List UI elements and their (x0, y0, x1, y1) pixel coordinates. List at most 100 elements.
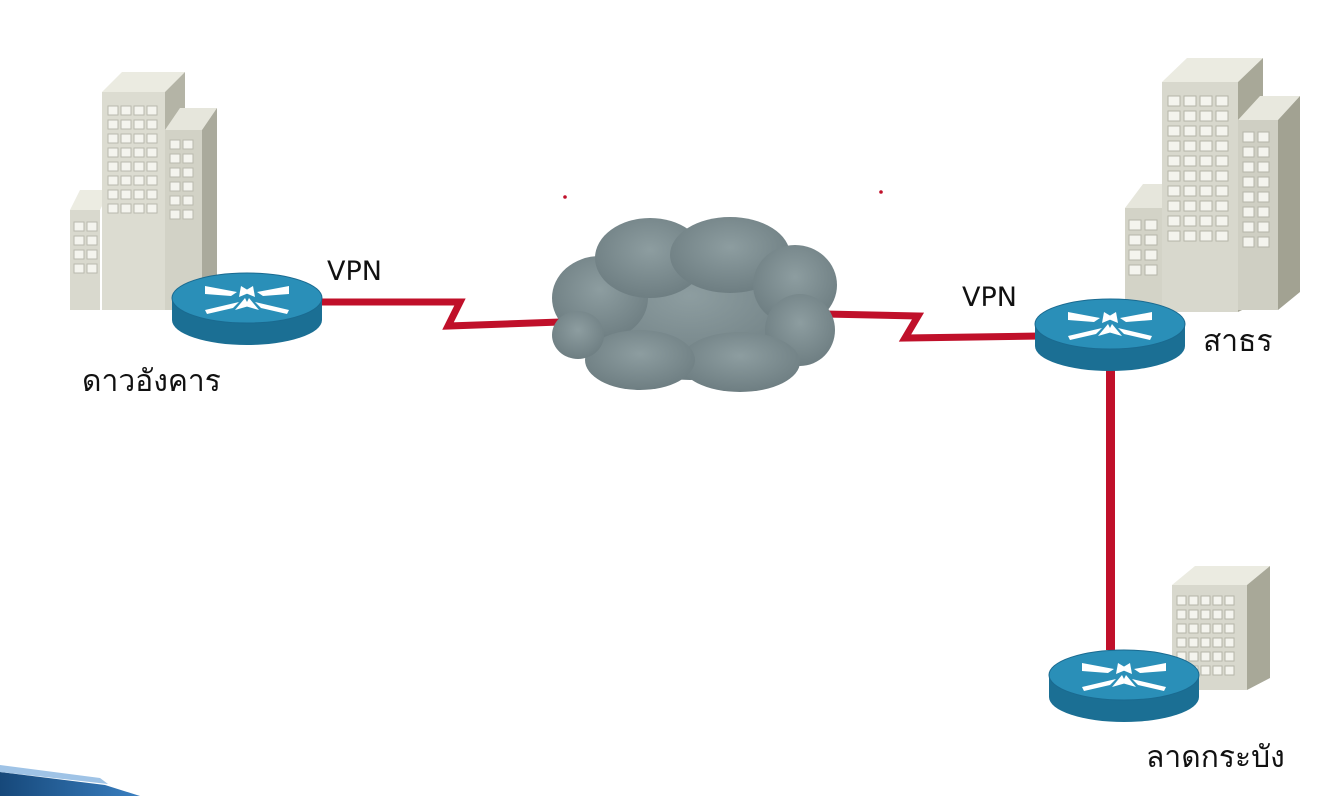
marker-dot (879, 190, 883, 194)
window-icon (133, 119, 145, 130)
window-icon (1215, 125, 1229, 137)
window-icon (169, 209, 181, 220)
window-icon (133, 105, 145, 116)
window-icon (146, 119, 158, 130)
window-icon (1183, 110, 1197, 122)
building-right-icon (1125, 58, 1300, 318)
window-icon (182, 167, 194, 178)
window-icon (107, 147, 119, 158)
router-arrow-icon (1118, 328, 1152, 340)
window-icon (1144, 219, 1158, 231)
router-arrow-icon (1082, 663, 1114, 673)
window-icon (107, 161, 119, 172)
window-icon (1183, 95, 1197, 107)
window-icon (1128, 219, 1142, 231)
window-icon (120, 133, 132, 144)
router-arrowhead-icon (1120, 663, 1132, 674)
window-icon (1212, 665, 1223, 676)
window-icon (1167, 125, 1181, 137)
window-icon (1200, 637, 1211, 648)
window-icon (1188, 595, 1199, 606)
window-icon (1215, 230, 1229, 242)
window-icon (1224, 651, 1235, 662)
window-icon (133, 147, 145, 158)
router-top (1034, 298, 1186, 350)
window-icon (146, 175, 158, 186)
window-icon (1224, 623, 1235, 634)
window-icon (1215, 110, 1229, 122)
window-icon (146, 203, 158, 214)
window-icon (1199, 110, 1213, 122)
router-arrow-icon (1068, 312, 1100, 322)
window-icon (1144, 234, 1158, 246)
window-icon (1257, 161, 1270, 173)
window-icon (1212, 609, 1223, 620)
window-icon (120, 161, 132, 172)
window-icon (120, 147, 132, 158)
window-icon (73, 263, 85, 274)
vpn-label-right: VPN (962, 282, 1017, 313)
window-icon (146, 133, 158, 144)
site-label-left: ดาวอังคาร (82, 364, 221, 399)
window-icon (1167, 140, 1181, 152)
window-icon (1176, 637, 1187, 648)
window-icon (1167, 170, 1181, 182)
window-icon (1199, 170, 1213, 182)
window-icon (1176, 623, 1187, 634)
window-icon (1224, 665, 1235, 676)
router-arrowhead-icon (235, 298, 249, 310)
marker-dot (563, 195, 567, 199)
window-icon (169, 195, 181, 206)
router-arrowhead-icon (245, 298, 259, 310)
window-icon (1215, 215, 1229, 227)
lan-link-vertical (1106, 370, 1115, 650)
window-icon (182, 209, 194, 220)
window-icon (1224, 609, 1235, 620)
window-icon (1257, 131, 1270, 143)
window-icon (1167, 230, 1181, 242)
window-icon (133, 133, 145, 144)
window-icon (1188, 637, 1199, 648)
window-icon (1212, 623, 1223, 634)
window-icon (146, 105, 158, 116)
window-icon (120, 189, 132, 200)
window-icon (1215, 140, 1229, 152)
router-arrowhead-icon (1122, 675, 1136, 687)
window-icon (107, 133, 119, 144)
vpn-label-left: VPN (327, 256, 382, 287)
window-icon (1128, 249, 1142, 261)
router-arrow-icon (255, 302, 289, 314)
router-bottom-icon (1048, 649, 1200, 722)
window-icon (133, 189, 145, 200)
window-icon (1215, 170, 1229, 182)
window-icon (107, 105, 119, 116)
window-icon (133, 203, 145, 214)
window-icon (182, 181, 194, 192)
window-icon (1188, 623, 1199, 634)
window-icon (1215, 155, 1229, 167)
router-top (171, 272, 323, 324)
window-icon (1199, 215, 1213, 227)
router-arrow-icon (257, 286, 289, 296)
router-arrowhead-icon (243, 286, 255, 297)
window-icon (107, 175, 119, 186)
window-icon (169, 139, 181, 150)
window-icon (182, 153, 194, 164)
window-icon (1215, 95, 1229, 107)
window-icon (133, 161, 145, 172)
window-icon (1212, 651, 1223, 662)
window-icon (1242, 131, 1255, 143)
router-arrow-icon (205, 302, 239, 314)
router-arrowhead-icon (1098, 324, 1112, 336)
router-arrow-icon (1134, 663, 1166, 673)
window-icon (73, 235, 85, 246)
window-icon (146, 189, 158, 200)
window-icon (1242, 221, 1255, 233)
window-icon (1257, 221, 1270, 233)
window-icon (1200, 595, 1211, 606)
window-icon (1183, 185, 1197, 197)
window-icon (1183, 200, 1197, 212)
window-icon (1199, 185, 1213, 197)
window-icon (169, 181, 181, 192)
window-icon (1183, 125, 1197, 137)
